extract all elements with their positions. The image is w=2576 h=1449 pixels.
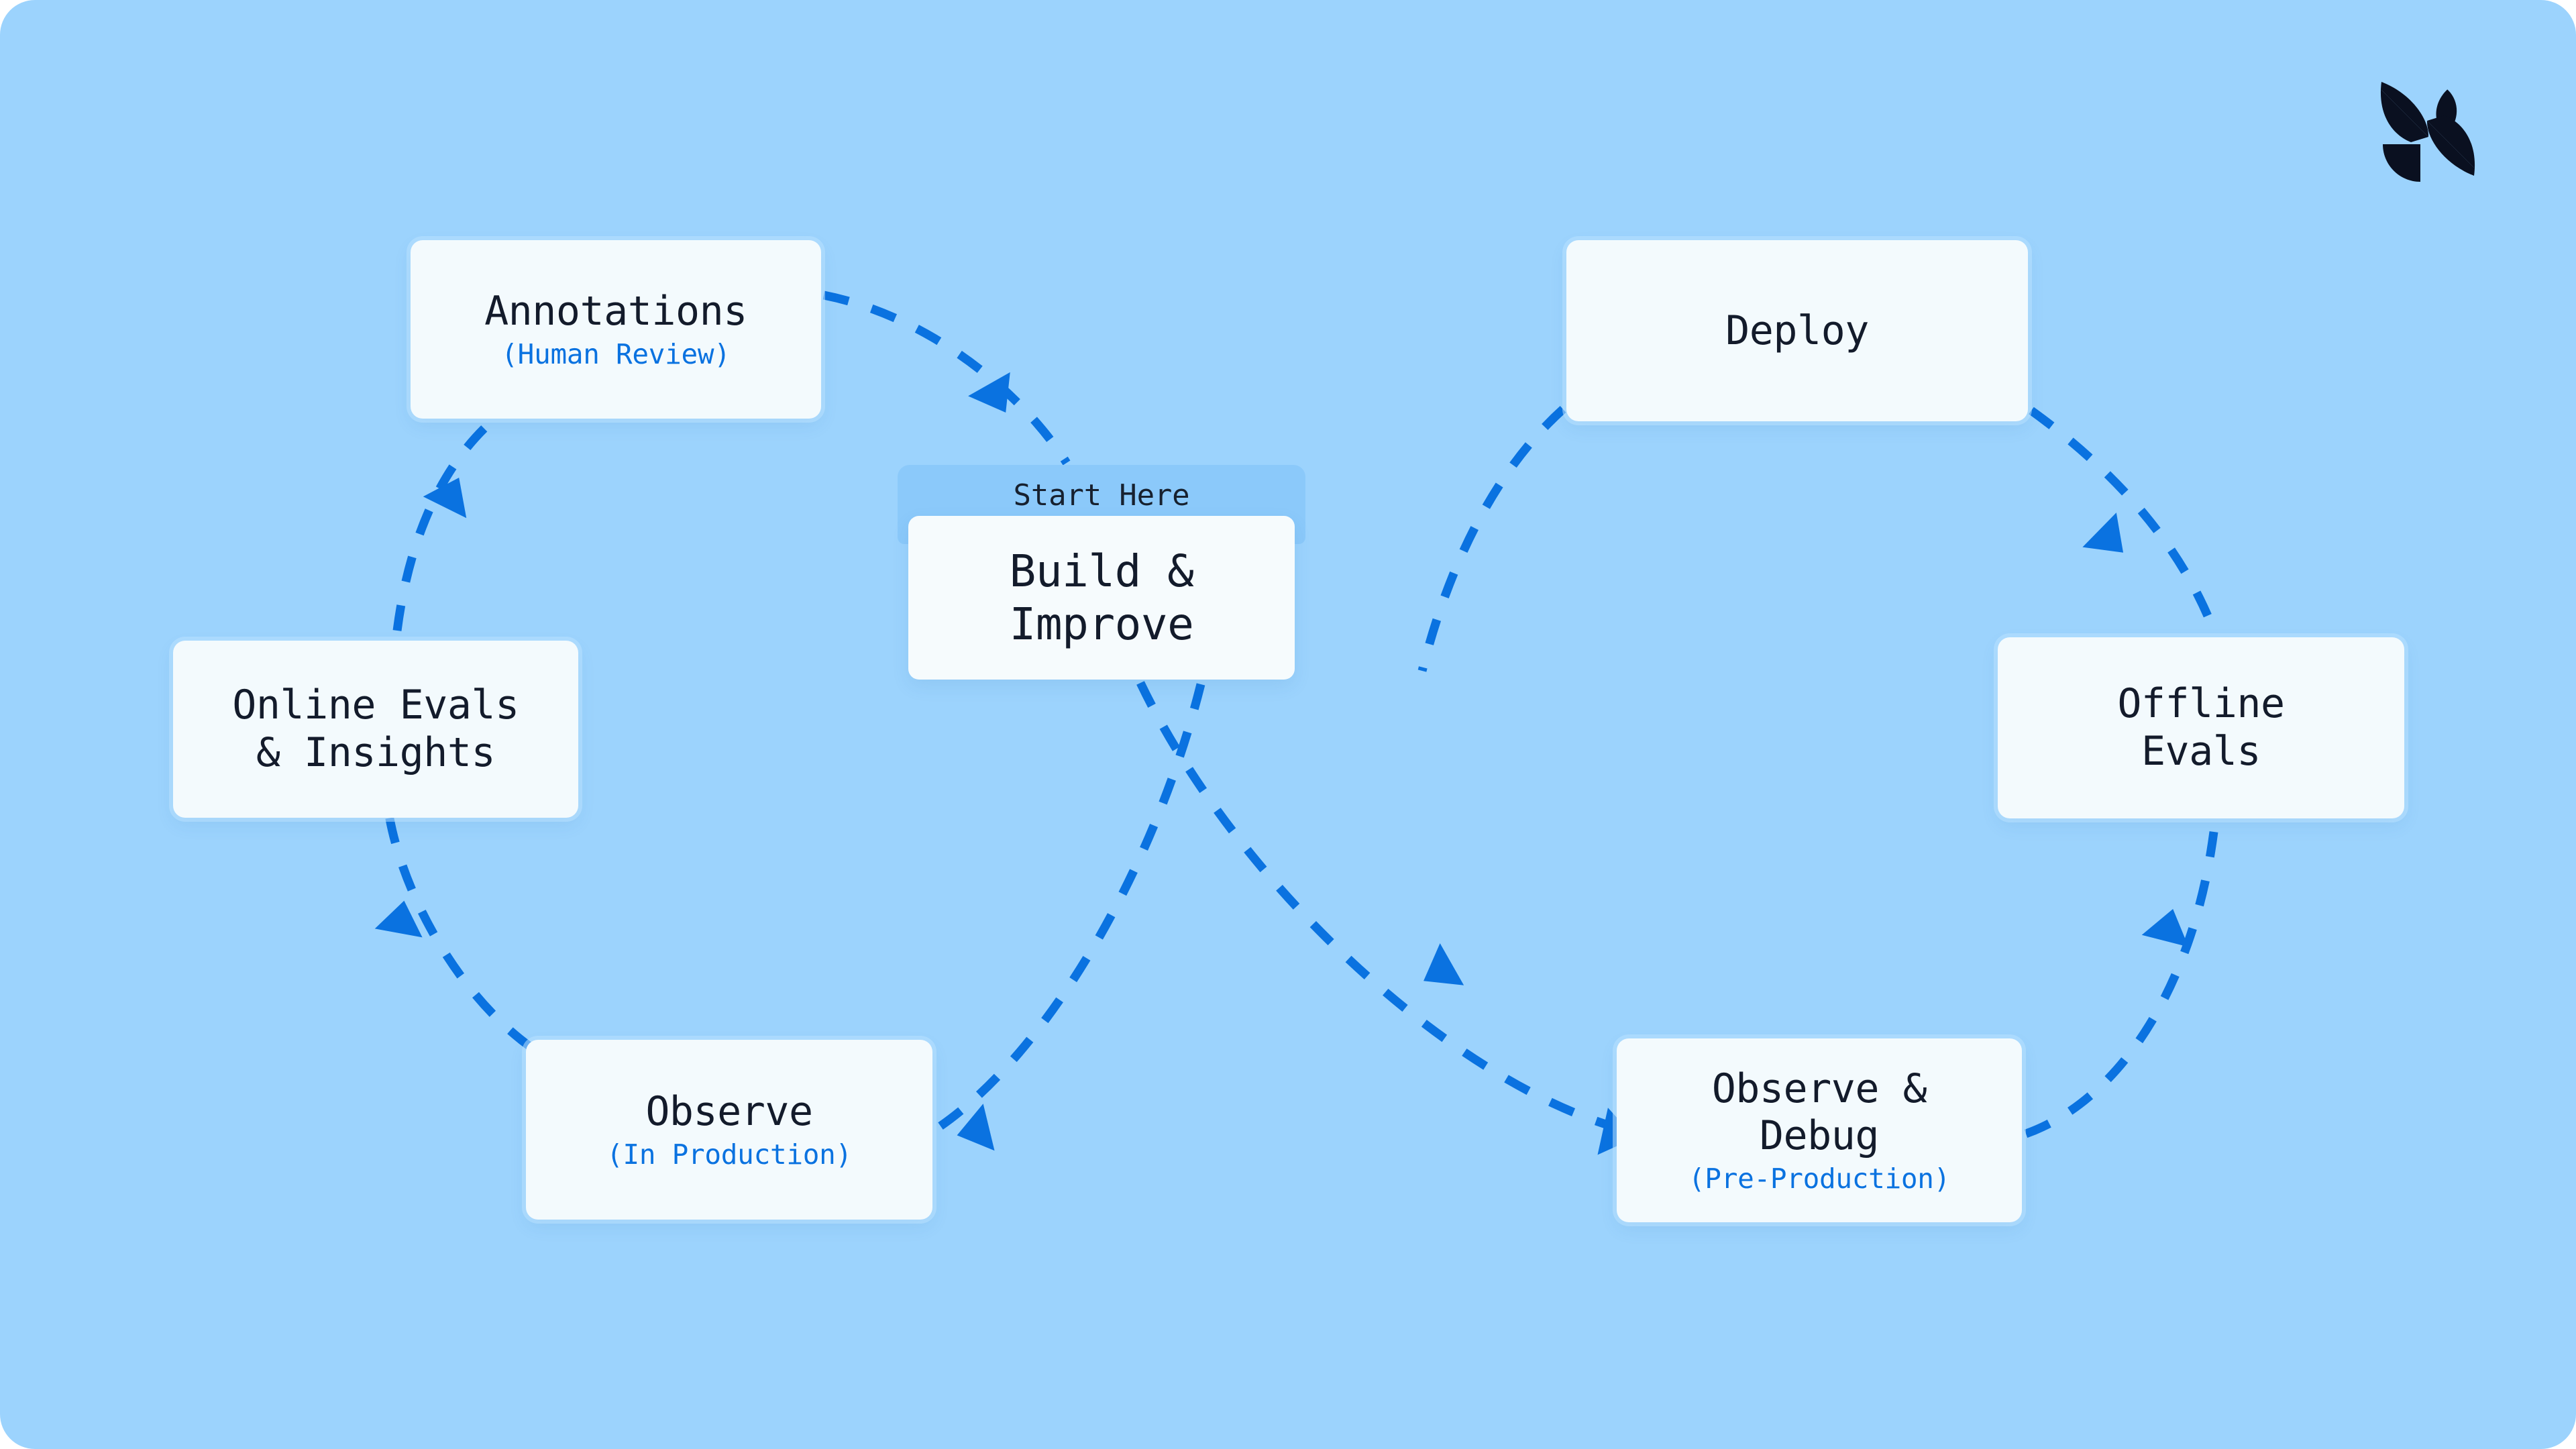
build-improve-card[interactable]: Build & Improve: [908, 516, 1295, 680]
node-online-evals-title: Online Evals & Insights: [232, 682, 519, 776]
node-observe-production[interactable]: Observe (In Production): [526, 1040, 932, 1220]
arrowhead-deploy-crossing: [1424, 943, 1464, 985]
node-observe-debug[interactable]: Observe & Debug (Pre-Production): [1617, 1038, 2022, 1222]
node-annotations[interactable]: Annotations (Human Review): [411, 240, 821, 419]
arrowhead-to-annotations: [423, 478, 467, 519]
connector-observe-debug-to-offline: [2024, 831, 2218, 1138]
node-build-improve-title: Build & Improve: [1009, 545, 1194, 650]
connector-deploy-down-left: [1417, 406, 1566, 672]
node-observe-debug-title: Observe & Debug: [1711, 1065, 1927, 1160]
connector-build-to-observe-production: [936, 683, 1205, 1131]
arrowhead-to-offline-evals-bottom: [2141, 909, 2189, 947]
braintrust-butterfly-logo: [2380, 82, 2475, 182]
node-offline-evals-title: Offline Evals: [2117, 680, 2285, 775]
arrowhead-to-online-evals: [374, 900, 423, 938]
node-online-evals[interactable]: Online Evals & Insights: [173, 641, 578, 818]
connector-observe-production-to-online-evals: [384, 814, 533, 1051]
arrowhead-to-build-improve: [968, 372, 1010, 413]
node-annotations-subtitle: (Human Review): [501, 337, 731, 370]
connector-online-evals-to-annotations: [392, 414, 500, 631]
node-annotations-title: Annotations: [484, 288, 747, 335]
node-observe-production-subtitle: (In Production): [606, 1138, 852, 1171]
connector-build-to-observe-debug: [1136, 681, 1611, 1130]
node-observe-production-title: Observe: [645, 1088, 813, 1135]
node-deploy-title: Deploy: [1725, 307, 1869, 354]
node-offline-evals[interactable]: Offline Evals: [1998, 637, 2404, 818]
connector-annotations-to-build: [822, 290, 1071, 466]
arrowhead-to-observe-production: [957, 1104, 995, 1151]
node-observe-debug-subtitle: (Pre-Production): [1688, 1163, 1951, 1195]
start-here-label: Start Here: [1013, 478, 1190, 513]
arrowhead-to-offline-evals-top: [2082, 513, 2124, 553]
node-build-improve[interactable]: Start Here Build & Improve: [898, 465, 1305, 680]
node-deploy[interactable]: Deploy: [1566, 240, 2028, 421]
connector-deploy-to-offline: [2029, 407, 2218, 633]
